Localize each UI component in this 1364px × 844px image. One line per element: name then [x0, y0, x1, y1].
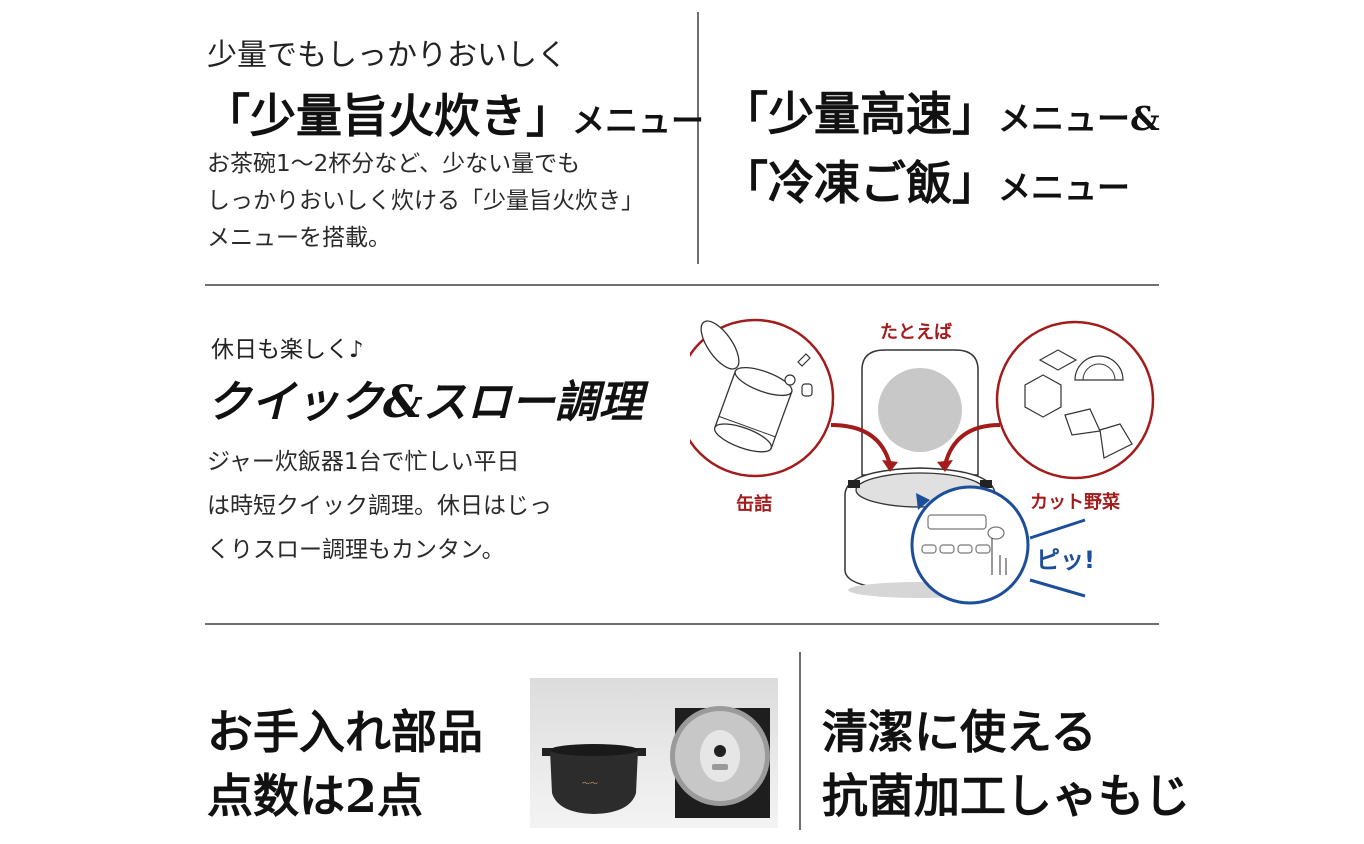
control-panel-zoom-icon: [910, 485, 1030, 605]
care-parts-title: お手入れ部品 点数は2点: [207, 700, 483, 828]
menus-title: 「少量高速」メニュー& 「冷凍ご飯」メニュー: [722, 82, 1160, 220]
small-quantity-description: お茶碗1〜2杯分など、少ない量でも しっかりおいしく炊ける「少量旨火炊き」 メニ…: [207, 146, 644, 257]
title-line: お手入れ部品: [207, 705, 483, 759]
high-speed-menu-label: 「少量高速」: [722, 87, 998, 141]
canned-food-icon: [675, 318, 835, 478]
menus-title-line-1: 「少量高速」メニュー&: [722, 82, 1160, 151]
menus-title-line-2: 「冷凍ご飯」メニュー: [722, 151, 1160, 220]
description-line: メニューを搭載。: [207, 225, 391, 251]
beep-label: ピッ!: [1036, 546, 1095, 574]
title-line: 点数は2点: [207, 769, 424, 823]
cut-vegetables-label: カット野菜: [1030, 492, 1120, 513]
example-label: たとえば: [880, 322, 952, 343]
title-line: 清潔に使える: [822, 705, 1097, 759]
cooking-subtitle: 休日も楽しく♪: [211, 337, 364, 363]
divider-vertical-bottom: [799, 652, 801, 830]
cut-vegetables-icon: [995, 320, 1155, 480]
rice-cooker-illustration: たとえば 缶詰 カット野菜 ピッ!: [675, 300, 1160, 620]
inner-pot-and-lid-photo: ～～: [530, 678, 778, 828]
illustration-graphic: [675, 318, 1155, 605]
description-line: は時短クイック調理。休日はじっ: [207, 493, 552, 519]
small-quantity-title-suffix: メニュー: [572, 101, 704, 140]
divider-vertical-top: [697, 12, 699, 264]
menu-suffix: メニュー&: [998, 99, 1160, 138]
title-line: 抗菌加工しゃもじ: [822, 769, 1190, 823]
divider-horizontal-2: [205, 623, 1159, 625]
menu-suffix: メニュー: [998, 168, 1130, 207]
antibacterial-spatula-title: 清潔に使える 抗菌加工しゃもじ: [822, 700, 1190, 828]
description-line: ジャー炊飯器1台で忙しい平日: [207, 449, 520, 475]
cooking-title: クイック&スロー調理: [207, 377, 643, 428]
frozen-rice-menu-label: 「冷凍ご飯」: [722, 156, 998, 210]
small-quantity-title: 「少量旨火炊き」メニュー: [204, 80, 704, 146]
divider-horizontal-1: [205, 284, 1159, 286]
small-quantity-title-main: 「少量旨火炊き」: [204, 89, 572, 143]
description-line: しっかりおいしく炊ける「少量旨火炊き」: [207, 188, 644, 214]
svg-text:～～: ～～: [582, 779, 598, 788]
pot-photo-graphic: ～～: [542, 706, 770, 818]
description-line: お茶碗1〜2杯分など、少ない量でも: [207, 151, 581, 177]
canned-food-label: 缶詰: [736, 494, 772, 515]
cooking-description: ジャー炊飯器1台で忙しい平日 は時短クイック調理。休日はじっ くりスロー調理もカ…: [207, 440, 552, 572]
small-quantity-subtitle: 少量でもしっかりおいしく: [207, 38, 567, 73]
description-line: くりスロー調理もカンタン。: [207, 537, 505, 563]
